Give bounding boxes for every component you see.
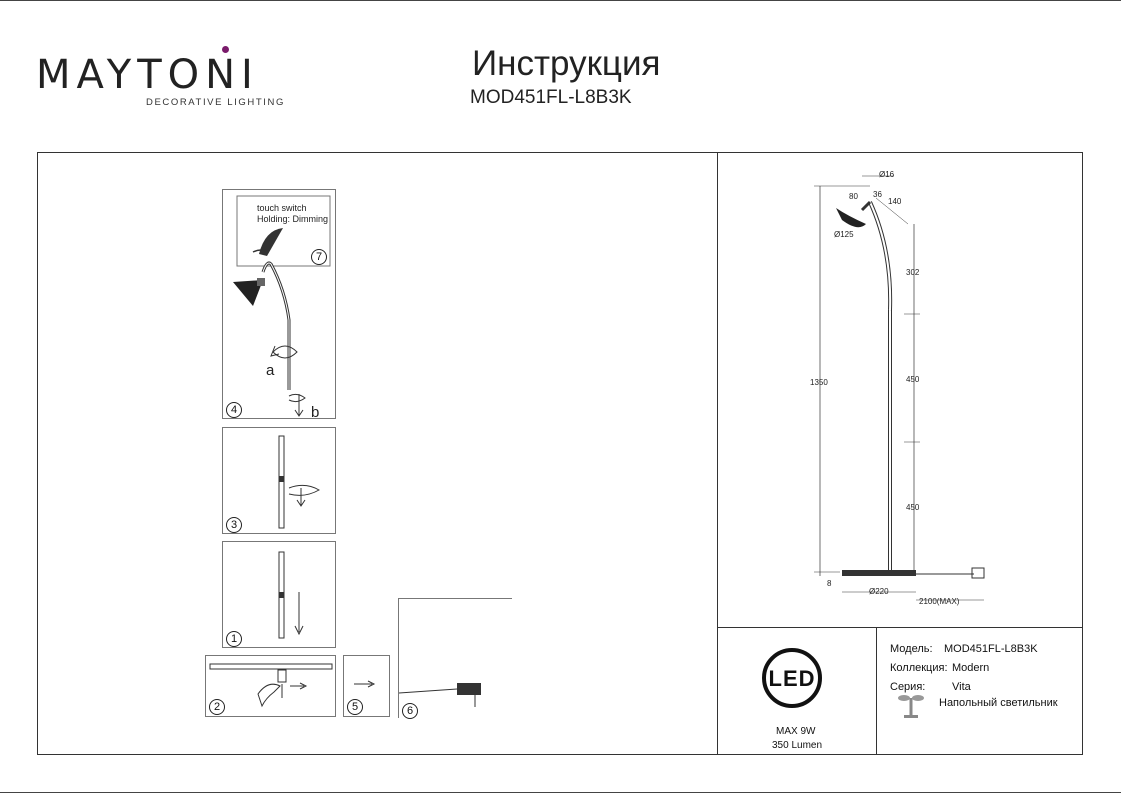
led-badge: LED	[762, 648, 822, 708]
assembly-step-6-illustration	[399, 683, 481, 707]
spec-model-label: Модель:	[890, 643, 933, 655]
logo-accent-dot	[222, 46, 229, 53]
step-panel-2: 2	[205, 655, 336, 717]
holding-dimming-label: Holding: Dimming	[257, 214, 329, 224]
dim-d220: Ø220	[869, 587, 889, 596]
step-panel-5: 5	[343, 655, 390, 717]
floor-lamp-icon	[898, 695, 924, 718]
spec-series-label: Серия:	[890, 681, 926, 693]
dim-302: 302	[906, 268, 920, 277]
step-number-1: 1	[226, 631, 242, 647]
step-panel-6: 6	[398, 598, 512, 719]
spec-model-value: MOD451FL-L8B3K	[944, 643, 1038, 655]
step-number-2: 2	[209, 699, 225, 715]
led-power: MAX 9W	[776, 726, 816, 737]
horizontal-divider	[717, 627, 1083, 628]
top-rule	[0, 0, 1121, 1]
spec-collection-value: Modern	[952, 662, 990, 674]
brand-logo: MAYTONI	[36, 52, 259, 98]
vertical-divider	[717, 152, 718, 755]
spec-type-value: Напольный светильник	[939, 697, 1058, 709]
assembly-step-1-illustration	[278, 551, 304, 639]
dim-2100: 2100(MAX)	[919, 597, 960, 606]
step-number-6: 6	[402, 703, 418, 719]
step-number-5: 5	[347, 699, 363, 715]
dim-1350: 1350	[810, 378, 828, 387]
dim-80: 80	[849, 192, 858, 201]
spec-series-value: Vita	[952, 681, 971, 693]
callout-b: b	[311, 404, 320, 421]
dimension-drawing	[814, 175, 985, 601]
callout-a: a	[266, 362, 275, 379]
assembly-step-4-illustration	[233, 195, 331, 417]
dim-450-lower: 450	[906, 503, 920, 512]
assembly-step-5-illustration	[354, 680, 376, 688]
assembly-step-2-illustration	[209, 663, 333, 708]
step-number-4: 4	[226, 402, 242, 418]
step-number-3: 3	[226, 517, 242, 533]
dim-450-upper: 450	[906, 375, 920, 384]
spec-collection-label: Коллекция:	[890, 662, 948, 674]
brand-tagline: DECORATIVE LIGHTING	[146, 97, 285, 108]
spec-divider	[876, 627, 877, 755]
step-number-7: 7	[311, 249, 327, 265]
assembly-step-3-illustration	[278, 435, 321, 529]
page-title: Инструкция	[472, 44, 661, 83]
dim-140: 140	[888, 197, 902, 206]
led-badge-text: LED	[768, 666, 816, 691]
step-panel-3: 3	[222, 427, 336, 534]
step-panel-1: 1	[222, 541, 336, 648]
step-panel-4: touch switch Holding: Dimming 7 a b 4	[222, 189, 336, 421]
dim-d16: Ø16	[879, 170, 895, 179]
bottom-rule	[0, 792, 1121, 793]
content-frame	[37, 152, 1083, 755]
dim-d125: Ø125	[834, 230, 854, 239]
model-number: MOD451FL-L8B3K	[470, 87, 632, 108]
dim-8: 8	[827, 579, 832, 588]
led-lumen: 350 Lumen	[772, 740, 823, 751]
dim-36: 36	[873, 190, 882, 199]
touch-switch-label: touch switch	[257, 203, 307, 213]
